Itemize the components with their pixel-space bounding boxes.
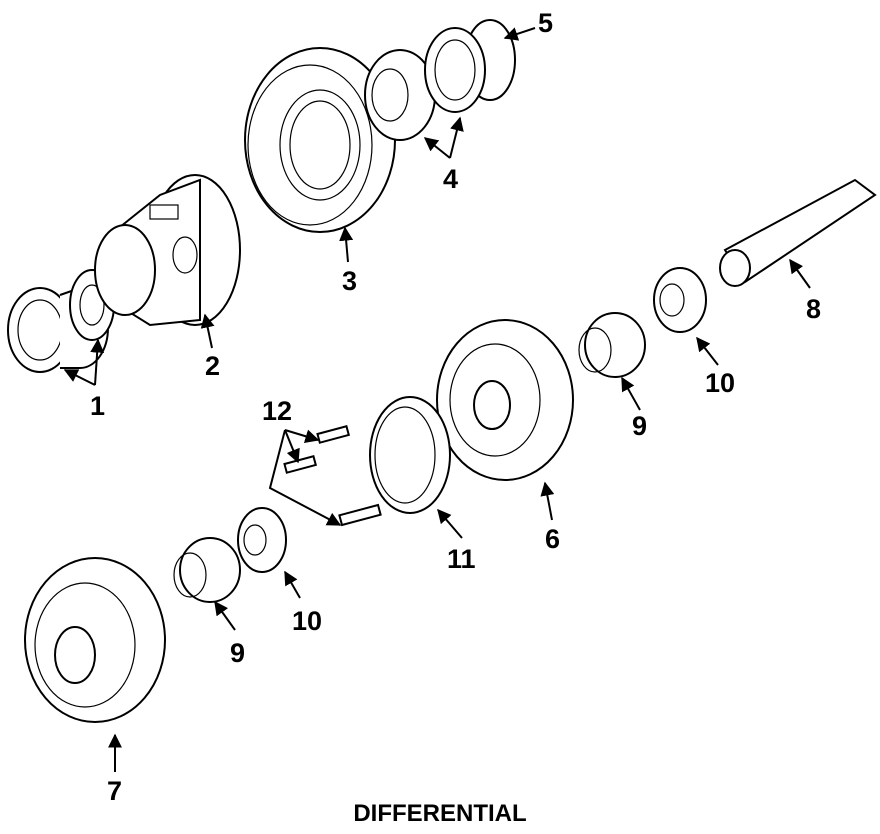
- callout-6: 6: [545, 524, 560, 554]
- part-9-needle-bearing-upper: [578, 312, 646, 378]
- part-5-bearing-cup: [424, 19, 516, 113]
- diagram-caption: DIFFERENTIAL: [353, 800, 527, 827]
- callout-10-lower: 10: [292, 606, 322, 636]
- part-10-bearing-upper: [653, 267, 707, 333]
- callout-2: 2: [205, 351, 220, 381]
- part-3-ring-gear: [244, 47, 396, 233]
- part-6-gear: [436, 319, 574, 481]
- part-7-gear: [24, 557, 166, 723]
- callout-7: 7: [107, 776, 122, 806]
- callout-3: 3: [342, 266, 357, 296]
- callout-9-upper: 9: [632, 411, 647, 441]
- callout-9-lower: 9: [230, 638, 245, 668]
- callout-11: 11: [447, 544, 476, 574]
- part-12-pins: [283, 425, 382, 527]
- callout-8: 8: [806, 294, 821, 324]
- callout-4: 4: [443, 164, 458, 194]
- part-11-ring: [369, 396, 451, 514]
- part-9-needle-bearing-lower: [173, 537, 241, 603]
- leader-lines: [63, 27, 811, 772]
- callout-10-upper: 10: [705, 368, 735, 398]
- part-8-shaft: [719, 178, 877, 287]
- callout-5: 5: [538, 8, 553, 38]
- part-2-differential-case: [94, 174, 241, 327]
- part-1-bearing: [7, 269, 115, 373]
- part-10-bearing-lower: [237, 507, 287, 573]
- callout-1: 1: [90, 391, 105, 421]
- callout-12: 12: [262, 396, 292, 426]
